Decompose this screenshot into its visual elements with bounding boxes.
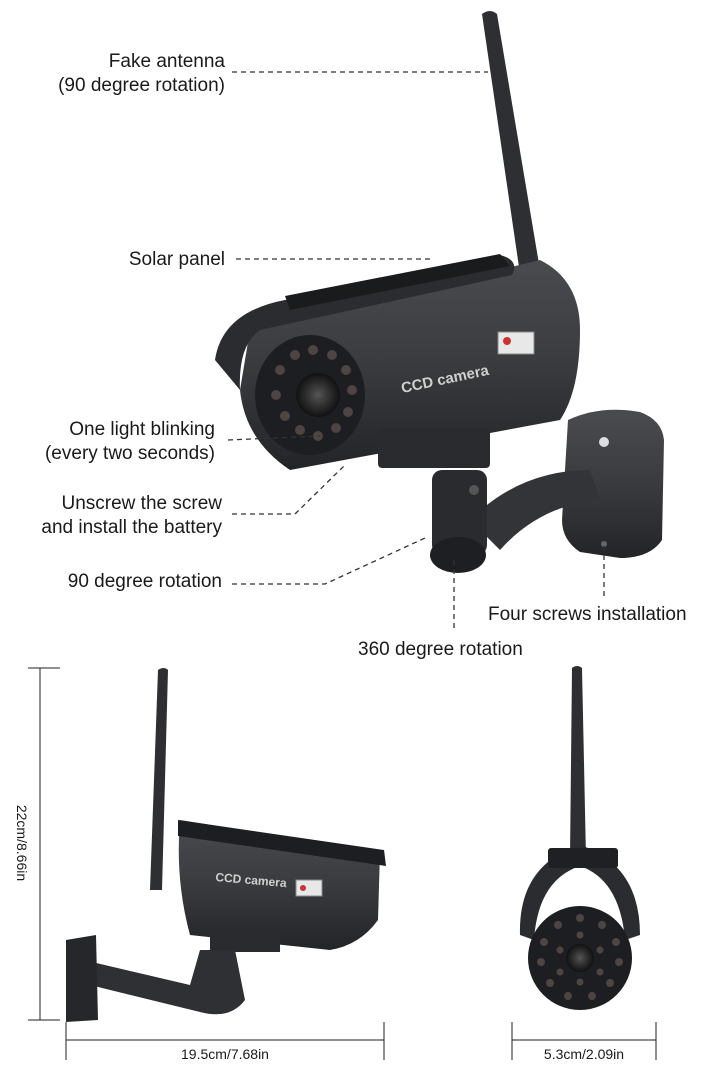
side-antenna [150, 668, 168, 890]
front-view-camera [519, 666, 640, 1010]
camera-badge [497, 331, 535, 355]
rot90-callout: 90 degree rotation [67, 571, 222, 592]
light-callout-line2: (every two seconds) [44, 443, 215, 464]
ir-led-ring [271, 345, 357, 441]
side-wall-plate [66, 935, 98, 1022]
light-callout: One light blinking (every two seconds) [10, 418, 215, 466]
length-label: 19.5cm/7.68in [181, 1046, 269, 1062]
side-view-camera: CCD camera [66, 668, 386, 1022]
main-camera: CCD camera [215, 11, 664, 573]
antenna-callout: Fake antenna (90 degree rotation) [20, 50, 225, 98]
leader-rot90 [232, 537, 426, 585]
rot360-callout: 360 degree rotation [358, 639, 523, 660]
length-dimension [65, 1022, 385, 1060]
solar-callout: Solar panel [128, 249, 225, 270]
solar-panel [285, 254, 510, 310]
height-dimension [28, 667, 60, 1021]
width-dimension [511, 1022, 657, 1060]
battery-callout-line2: and install the battery [41, 517, 222, 538]
front-hood [519, 845, 640, 940]
battery-callout-line1: Unscrew the screw [61, 493, 223, 514]
height-label: 22cm/8.66in [14, 804, 30, 882]
front-antenna [570, 666, 586, 858]
lens [296, 373, 340, 417]
screws-callout: Four screws installation [488, 604, 687, 625]
sun-hood [215, 255, 515, 390]
leader-light [227, 435, 321, 441]
wall-mount-plate [562, 409, 664, 558]
front-top-mount [548, 848, 618, 868]
mount-arm [470, 470, 600, 550]
side-brand-text: CCD camera [215, 870, 288, 890]
antenna-callout-line2: (90 degree rotation) [58, 75, 225, 96]
battery-callout: Unscrew the screw and install the batter… [0, 492, 222, 540]
antenna-callout-line1: Fake antenna [108, 51, 225, 72]
leader-battery [232, 464, 346, 515]
antenna [482, 11, 540, 274]
side-arm [90, 950, 245, 1015]
width-label: 5.3cm/2.09in [543, 1046, 625, 1062]
light-callout-line1: One light blinking [69, 419, 215, 440]
side-hood [178, 820, 386, 866]
